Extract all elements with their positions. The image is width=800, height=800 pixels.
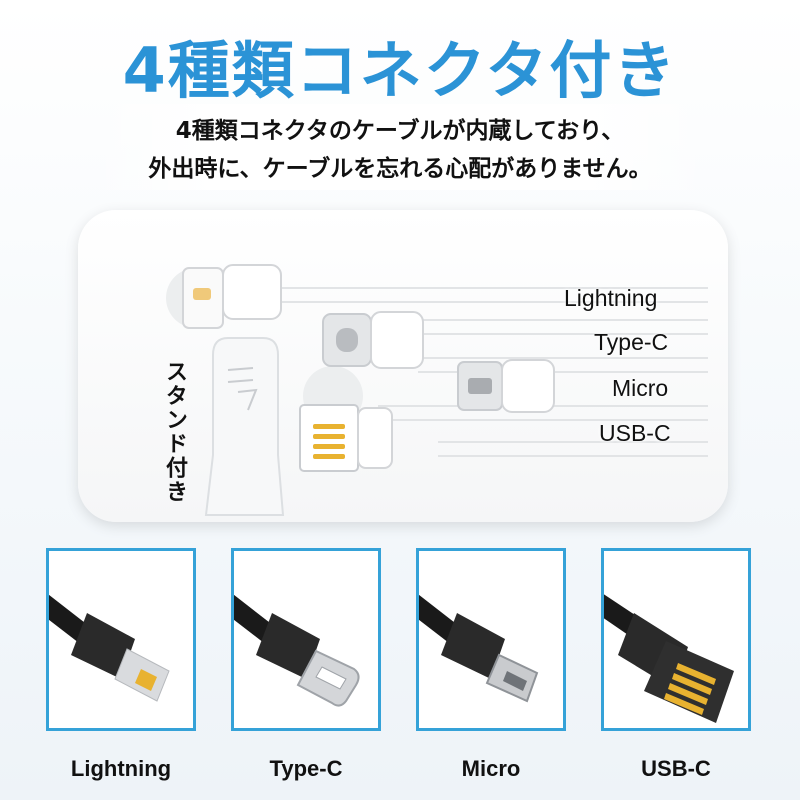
lightning-connector-icon bbox=[49, 594, 170, 702]
subtitle-line-2: 外出時に、ケーブルを忘れる心配がありません。 bbox=[148, 156, 652, 182]
connector-label-lightning: Lightning bbox=[70, 756, 172, 781]
stand-label: スタンド付き bbox=[162, 360, 187, 504]
connector-label-usb-c: USB-C bbox=[641, 756, 711, 781]
type-c-connector-icon bbox=[234, 594, 360, 707]
connector-card-micro bbox=[416, 548, 566, 731]
connector-label-micro: Micro bbox=[461, 756, 521, 781]
power-bank-drawing bbox=[166, 264, 708, 516]
subtitle: 4種類コネクタのケーブルが内蔵しており、 外出時に、ケーブルを忘れる心配がありま… bbox=[0, 112, 800, 188]
power-bank-image bbox=[78, 210, 728, 522]
connector-card-usb-c bbox=[601, 548, 751, 731]
page-title: 4種類コネクタ付き bbox=[122, 34, 678, 107]
connector-label-type-c: Type-C bbox=[269, 756, 343, 781]
port-label-usb-c: USB-C bbox=[599, 420, 671, 446]
port-label-micro: Micro bbox=[612, 375, 669, 401]
port-label-lightning: Lightning bbox=[564, 285, 658, 311]
subtitle-band bbox=[90, 104, 710, 190]
micro-usb-connector-icon bbox=[419, 594, 539, 703]
subtitle-line-1: 4種類コネクタのケーブルが内蔵しており、 bbox=[175, 118, 625, 144]
connector-card-lightning bbox=[46, 548, 196, 731]
port-label-type-c: Type-C bbox=[594, 329, 669, 355]
connector-card-type-c bbox=[231, 548, 381, 731]
usb-a-connector-icon bbox=[604, 594, 734, 723]
